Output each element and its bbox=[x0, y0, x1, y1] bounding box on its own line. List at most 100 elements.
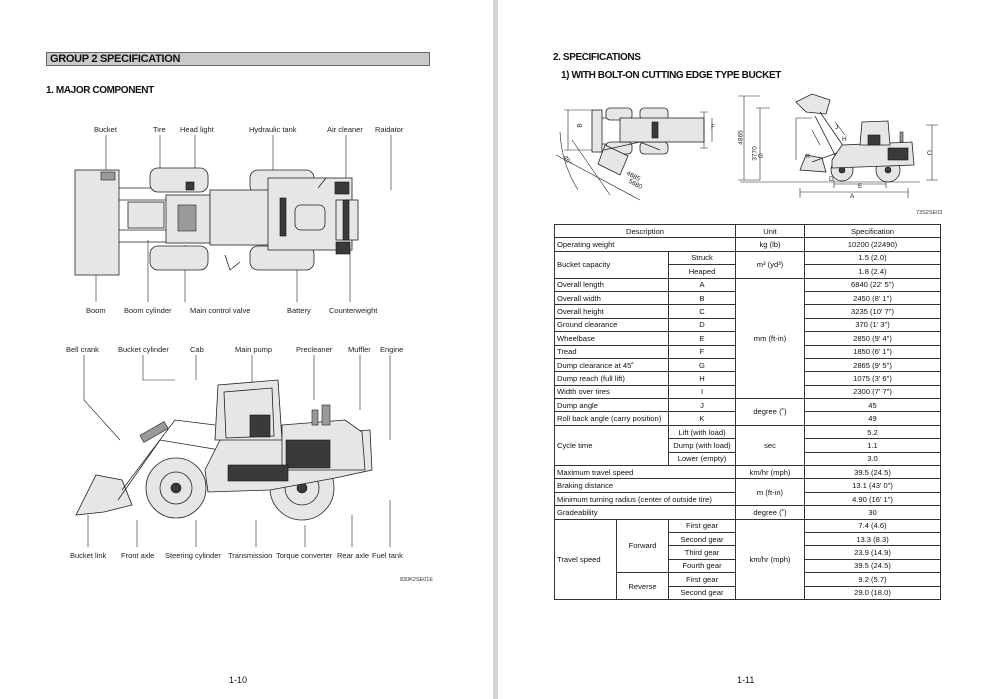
label-bell-crank: Bell crank bbox=[66, 345, 99, 354]
cell-value: 3.0 bbox=[804, 451, 941, 467]
label-engine: Engine bbox=[380, 345, 404, 354]
cell-code: G bbox=[668, 357, 736, 373]
dim-G-label: G bbox=[758, 153, 764, 160]
cell-desc: Overall height bbox=[554, 304, 669, 319]
dim-A-label: A bbox=[850, 193, 855, 200]
cell-gear: First gear bbox=[668, 518, 736, 533]
cell-code: E bbox=[668, 331, 736, 346]
cell-unit: m³ (yd³) bbox=[735, 250, 805, 279]
cell-unit: sec bbox=[735, 424, 805, 467]
right-figure-code: 73S2SE03 bbox=[916, 210, 943, 216]
side-view-illustration bbox=[75, 355, 391, 547]
cell-desc: Wheelbase bbox=[554, 331, 669, 346]
cell-desc: Overall length bbox=[554, 277, 669, 292]
cell-direction: Forward bbox=[616, 518, 669, 574]
dim-H-label: H bbox=[842, 136, 847, 143]
table-row: Second gear 29.0 (18.0) bbox=[555, 585, 941, 600]
left-page: GROUP 2 SPECIFICATION 1. MAJOR COMPONENT… bbox=[0, 0, 492, 699]
label-precleaner: Precleaner bbox=[296, 345, 333, 354]
table-row: Gradeability degree (˚) 30 bbox=[554, 505, 941, 520]
dim-C-label: C bbox=[927, 150, 932, 157]
cell-gear: First gear bbox=[668, 572, 736, 587]
table-row: Dump angle J degree (˚) 45 bbox=[554, 398, 941, 426]
dim-E-label: E bbox=[858, 183, 863, 190]
cell-sub: Dump (with load) bbox=[668, 438, 736, 453]
label-muffler: Muffler bbox=[348, 345, 371, 354]
left-figure-code: 830K2SE01E bbox=[400, 577, 434, 583]
cell-value: 1.8 (2.4) bbox=[804, 264, 941, 279]
cell-value: 5.2 bbox=[804, 424, 941, 440]
table-row: Lower (empty) 3.0 bbox=[555, 451, 941, 467]
cell-value: 2850 (9' 4") bbox=[804, 331, 941, 346]
cell-unit: km/hr (mph) bbox=[735, 465, 805, 480]
cell-value: 3235 (10' 7") bbox=[804, 304, 941, 319]
label-bucket-cylinder: Bucket cylinder bbox=[118, 345, 169, 354]
label-air-cleaner: Air cleaner bbox=[327, 125, 363, 134]
cell-desc: Minimum turning radius (center of outsid… bbox=[554, 491, 736, 507]
cell-value: 13.1 (43' 0") bbox=[804, 478, 941, 493]
cell-desc: Operating weight bbox=[554, 237, 736, 252]
label-main-control-valve: Main control valve bbox=[190, 306, 251, 315]
dim-J-label: J bbox=[835, 124, 839, 131]
label-transmission: Transmission bbox=[228, 551, 273, 560]
cell-value: 9.2 (5.7) bbox=[804, 572, 941, 587]
cell-desc: Dump angle bbox=[554, 398, 669, 413]
cell-value: 2865 (9' 5") bbox=[804, 357, 941, 373]
cell-value: 30 bbox=[804, 505, 941, 520]
cell-gear: Third gear bbox=[668, 545, 736, 560]
cell-desc: Overall width bbox=[554, 290, 669, 306]
dim-B-label: B bbox=[576, 123, 584, 128]
label-front-axle: Front axle bbox=[121, 551, 155, 560]
specification-table: Description Unit Specification Operating… bbox=[554, 223, 941, 600]
cell-value: 10200 (22490) bbox=[804, 237, 941, 252]
label-radiator: Raidator bbox=[375, 125, 404, 134]
cell-desc: Maximum travel speed bbox=[554, 465, 736, 480]
cell-code: B bbox=[668, 290, 736, 306]
label-bucket-link: Bucket link bbox=[70, 551, 107, 560]
cell-value: 1075 (3' 6") bbox=[804, 371, 941, 386]
label-hydraulic-tank: Hydraulic tank bbox=[249, 125, 297, 134]
cell-code: C bbox=[668, 304, 736, 319]
page-gutter bbox=[493, 0, 498, 699]
bolt-on-subheading: 1) WITH BOLT-ON CUTTING EDGE TYPE BUCKET bbox=[561, 70, 781, 81]
table-row: Roll back angle (carry position) K 49 bbox=[554, 411, 941, 426]
cell-value: 13.3 (8.3) bbox=[804, 531, 941, 547]
cell-unit: m (ft-in) bbox=[735, 478, 805, 507]
label-cab: Cab bbox=[190, 345, 204, 354]
cell-sub: Struck bbox=[668, 250, 736, 266]
cell-value: 7.4 (4.6) bbox=[804, 518, 941, 533]
label-tire: Tire bbox=[153, 125, 166, 134]
label-fuel-tank: Fuel tank bbox=[372, 551, 403, 560]
table-row: Cycle time Lift (with load) sec 5.2 bbox=[554, 424, 941, 467]
cell-value: 2300 (7' 7") bbox=[804, 384, 941, 400]
cell-desc: Gradeability bbox=[554, 505, 736, 520]
cell-gear: Fourth gear bbox=[668, 558, 736, 574]
cell-desc: Travel speed bbox=[554, 518, 617, 600]
cell-value: 23.9 (14.9) bbox=[804, 545, 941, 560]
header-specification: Specification bbox=[804, 223, 941, 239]
label-steering-cylinder: Steering cylinder bbox=[165, 551, 221, 560]
table-row: Travel speed Forward First gear km/hr (m… bbox=[554, 518, 941, 600]
cell-unit: km/hr (mph) bbox=[735, 518, 805, 600]
cell-sub: Heaped bbox=[668, 264, 736, 279]
label-counterweight: Counterweight bbox=[329, 306, 378, 315]
table-row: Operating weight kg (lb) 10200 (22490) bbox=[554, 237, 941, 252]
cell-value: 370 (1' 3") bbox=[804, 317, 941, 333]
cell-desc: Cycle time bbox=[554, 424, 669, 467]
dim-K-label: K bbox=[806, 153, 811, 160]
label-head-light: Head light bbox=[180, 125, 214, 134]
dim-F-label: F bbox=[711, 124, 715, 131]
label-torque-converter: Torque converter bbox=[276, 551, 333, 560]
cell-value: 39.5 (24.5) bbox=[804, 465, 941, 480]
cell-desc: Dump clearance at 45˚ bbox=[554, 357, 669, 373]
cell-gear: Second gear bbox=[668, 531, 736, 547]
label-rear-axle: Rear axle bbox=[337, 551, 370, 560]
top-view-illustration bbox=[74, 135, 392, 302]
label-main-pump: Main pump bbox=[235, 345, 273, 354]
major-component-heading: 1. MAJOR COMPONENT bbox=[46, 85, 154, 96]
cell-value: 1850 (6' 1") bbox=[804, 344, 941, 359]
cell-unit: mm (ft-in) bbox=[735, 277, 805, 400]
cell-code: D bbox=[668, 317, 736, 333]
cell-desc: Roll back angle (carry position) bbox=[554, 411, 669, 426]
label-bucket: Bucket bbox=[94, 125, 117, 134]
